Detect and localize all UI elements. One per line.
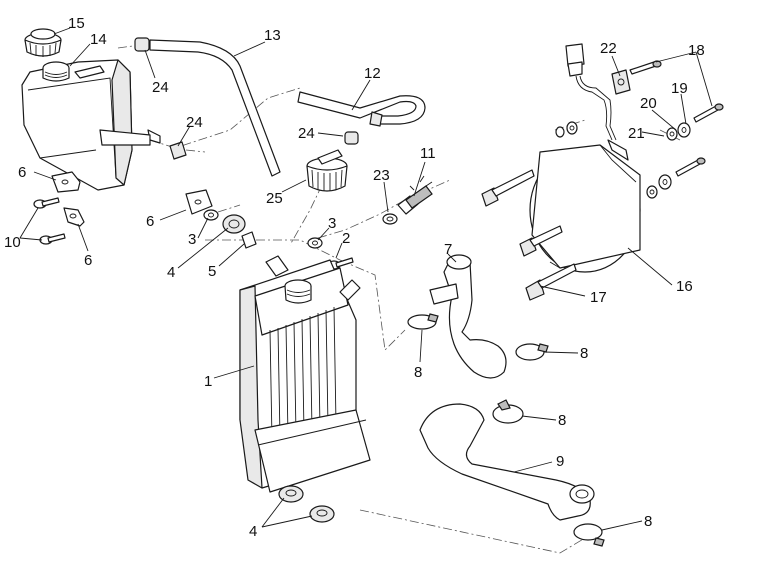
overflow-hose <box>149 39 281 177</box>
callout-23: 23 <box>373 167 390 184</box>
screw-left-bottom <box>39 233 66 245</box>
fan-washers-lower <box>646 174 672 199</box>
fan-mounting-pin-mid <box>519 225 563 257</box>
expansion-tank-cap <box>24 28 62 57</box>
fan-screw-top <box>629 60 662 75</box>
callout-12: 12 <box>364 65 381 82</box>
fan-screw-low <box>675 157 706 177</box>
spacer-bushing <box>241 231 257 249</box>
cooling-fan <box>529 139 641 273</box>
callout-8: 8 <box>580 345 588 362</box>
callout-5: 5 <box>208 263 216 280</box>
fan-screw-mid <box>693 103 724 123</box>
hose-clamp-upper-left <box>407 313 439 330</box>
callout-14: 14 <box>90 31 107 48</box>
rubber-grommet-bottom-right <box>309 505 335 523</box>
mounting-clip-mid <box>185 189 213 215</box>
leader-lines <box>19 27 713 531</box>
filler-neck-cap <box>306 149 348 192</box>
callout-11: 11 <box>420 145 436 162</box>
callout-4: 4 <box>249 523 257 540</box>
fan-washers-left <box>555 121 578 138</box>
breather-hose <box>297 91 426 127</box>
callout-6: 6 <box>146 213 154 230</box>
callout-24: 24 <box>152 79 169 96</box>
hose-sleeve-cap <box>344 131 359 145</box>
rubber-grommet-top <box>222 214 246 234</box>
hose-clamp-upper-right <box>515 343 549 361</box>
hose-sleeve-top <box>134 37 150 52</box>
callout-8: 8 <box>644 513 652 530</box>
mounting-clip-left-bottom <box>63 207 85 227</box>
callout-6: 6 <box>18 164 26 181</box>
callout-3: 3 <box>188 231 196 248</box>
callout-6: 6 <box>84 252 92 269</box>
fan-mounting-pin-bottom <box>525 263 577 301</box>
callout-20: 20 <box>640 95 657 112</box>
radiator-fins <box>269 306 337 441</box>
fan-washers-upper <box>666 122 691 141</box>
callout-numbers: 1 2 3 3 4 4 5 6 6 6 7 8 8 8 8 9 10 11 12… <box>4 15 705 540</box>
fan-mounting-pin-top <box>481 169 535 207</box>
lower-coolant-hose <box>419 403 595 521</box>
callout-15: 15 <box>68 15 85 32</box>
callout-16: 16 <box>676 278 693 295</box>
mounting-clip-left-top <box>51 171 81 193</box>
assembly-guide-lines <box>117 44 681 554</box>
callout-3: 3 <box>328 215 336 232</box>
callout-25: 25 <box>266 190 283 207</box>
callout-18: 18 <box>688 42 705 59</box>
radiator <box>239 255 371 493</box>
callout-24: 24 <box>298 125 315 142</box>
callout-8: 8 <box>558 412 566 429</box>
callout-8: 8 <box>414 364 422 381</box>
screw-left-top <box>33 197 60 209</box>
callout-24: 24 <box>186 114 203 131</box>
callout-13: 13 <box>264 27 281 44</box>
temperature-switch <box>397 175 433 215</box>
radiator-elbow-hose <box>429 254 507 379</box>
fan-wiring-harness <box>565 43 617 141</box>
washer-mid <box>203 209 219 221</box>
callout-4: 4 <box>167 264 175 281</box>
callout-17: 17 <box>590 289 607 306</box>
callout-9: 9 <box>556 453 564 470</box>
hose-sleeve-mid <box>169 141 187 160</box>
callout-19: 19 <box>671 80 688 97</box>
washer-right <box>307 237 323 249</box>
expansion-tank <box>21 59 161 191</box>
sealing-washer <box>382 213 398 225</box>
hose-clamp-lower-mid <box>492 399 524 424</box>
rubber-grommet-bottom-left <box>278 485 304 503</box>
callout-22: 22 <box>600 40 617 57</box>
callout-2: 2 <box>342 230 350 247</box>
callout-7: 7 <box>444 241 452 258</box>
callout-10: 10 <box>4 234 21 251</box>
callout-21: 21 <box>628 125 645 142</box>
hose-clamp-lower-right <box>573 523 605 547</box>
callout-1: 1 <box>204 373 212 390</box>
fan-spacer <box>611 69 631 95</box>
